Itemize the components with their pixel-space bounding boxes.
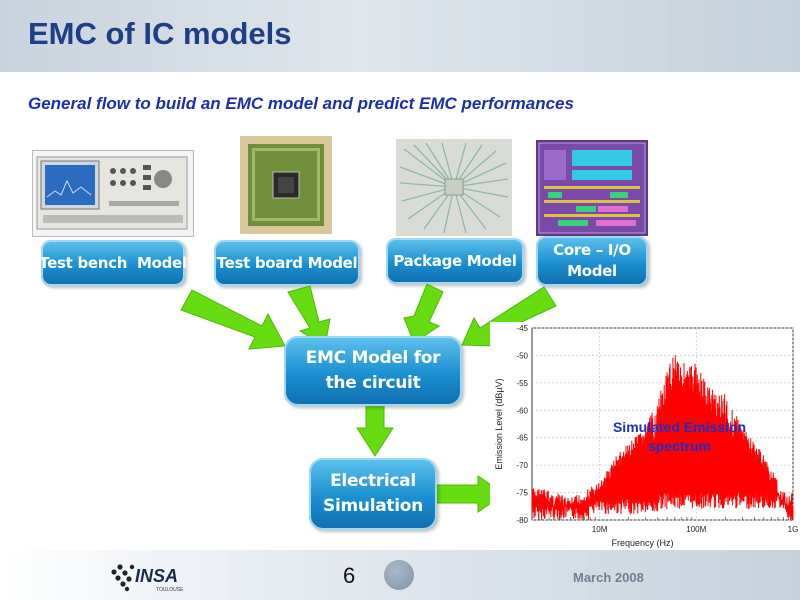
chart-y-tick-label: -50: [516, 351, 528, 360]
page-indicator-dot: [384, 560, 414, 590]
package-model-box: Package Model: [386, 238, 524, 284]
chart-overlay-line2: spectrum: [647, 438, 712, 454]
header-bar: EMC of IC models: [0, 0, 800, 72]
chart-y-axis-label: Emission Level (dBµV): [494, 378, 504, 469]
chart-y-tick-label: -70: [516, 461, 528, 470]
emission-chart: -45 -50 -55 -60 -65 -70 -75 -80 10M 100M 1G Frequen…: [490, 322, 800, 550]
chart-y-tick-label: -75: [516, 489, 528, 498]
chart-x-tick-label: 10M: [592, 525, 608, 534]
core-io-model-box: Core – I/O Model: [536, 236, 648, 286]
chart-y-tick-label: -60: [516, 406, 528, 415]
chart-y-tick-label: -55: [516, 379, 528, 388]
chart-y-tick-label: -65: [516, 434, 528, 443]
core-io-model-label-line1: Core – I/O: [553, 241, 631, 259]
chart-y-tick-label: -80: [516, 516, 528, 525]
chart-overlay-label: Simulated Emission spectrum: [592, 418, 767, 456]
die-layout-image: [536, 140, 648, 236]
arrow-core-to-emc: [461, 286, 557, 347]
chart-x-axis-label: Frequency (Hz): [611, 538, 673, 548]
package-model-label: Package Model: [393, 251, 517, 270]
chart-y-tick-label: -45: [516, 324, 528, 333]
page-number: 6: [343, 563, 356, 588]
test-board-model-label: Test board Model: [216, 253, 358, 272]
chart-overlay-line1: Simulated Emission: [612, 419, 747, 435]
core-io-model-label-line2: Model: [567, 262, 617, 280]
spectrum-analyzer-image: [32, 150, 194, 237]
chart-series-line: [531, 355, 794, 521]
svg-text:INSA: INSA: [135, 566, 178, 586]
electrical-simulation-box: Electrical Simulation: [309, 458, 437, 530]
svg-text:TOULOUSE: TOULOUSE: [156, 587, 184, 593]
insa-logo: INSA TOULOUSE: [111, 564, 184, 593]
electrical-simulation-label-line1: Electrical: [330, 471, 416, 491]
emc-model-box: EMC Model for the circuit: [284, 336, 462, 406]
package-image: [396, 139, 512, 236]
chart-x-tick-label: 1G: [788, 525, 799, 534]
arrow-test-board-to-emc: [287, 285, 331, 347]
arrow-emc-to-sim: [356, 403, 394, 457]
test-bench-model-label: Test bench Model: [39, 253, 187, 272]
emc-model-label-line1: EMC Model for: [305, 348, 441, 368]
page-title: EMC of IC models: [28, 16, 292, 51]
electrical-simulation-label-line2: Simulation: [323, 496, 423, 516]
test-board-model-box: Test board Model: [214, 240, 360, 286]
emc-model-label-line2: the circuit: [325, 373, 421, 393]
slide-subtitle: General flow to build an EMC model and p…: [28, 94, 574, 113]
footer-date: March 2008: [573, 570, 644, 585]
arrow-package-to-emc: [403, 283, 444, 344]
chart-x-tick-label: 100M: [686, 525, 706, 534]
test-board-image: [240, 136, 332, 234]
arrow-test-bench-to-emc: [180, 289, 286, 350]
test-bench-model-box: Test bench Model: [39, 240, 187, 286]
